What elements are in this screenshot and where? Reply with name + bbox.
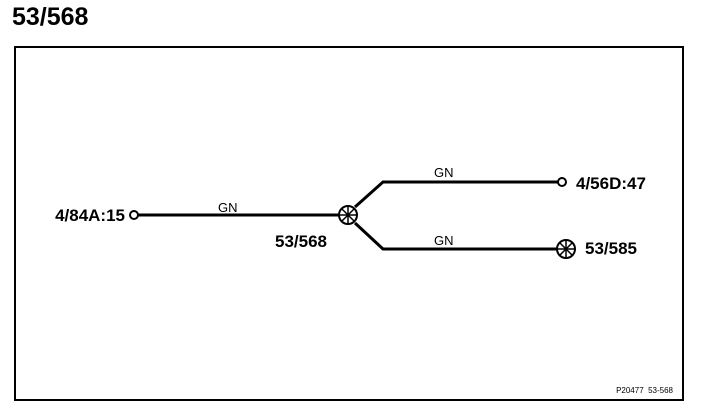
wire-color-label-upper: GN bbox=[434, 165, 454, 180]
figure-reference: P20477 53-568 bbox=[616, 386, 673, 395]
splice-label: 53/568 bbox=[275, 232, 327, 251]
wire-color-label-lower: GN bbox=[434, 233, 454, 248]
splice-icon bbox=[338, 205, 358, 225]
wire-lower-branch bbox=[353, 221, 557, 251]
splice-icon bbox=[556, 239, 576, 259]
wire-color-label-main: GN bbox=[218, 200, 238, 215]
connector-label-bottom-right: 53/585 bbox=[585, 239, 637, 258]
diagram-frame bbox=[14, 46, 684, 401]
page-title: 53/568 bbox=[12, 3, 89, 31]
connector-pin-icon bbox=[557, 177, 567, 187]
wire-upper-branch bbox=[354, 180, 558, 209]
connector-label-top-right: 4/56D:47 bbox=[576, 174, 646, 193]
connector-pin-icon bbox=[129, 210, 139, 220]
connector-label-left: 4/84A:15 bbox=[55, 206, 125, 225]
